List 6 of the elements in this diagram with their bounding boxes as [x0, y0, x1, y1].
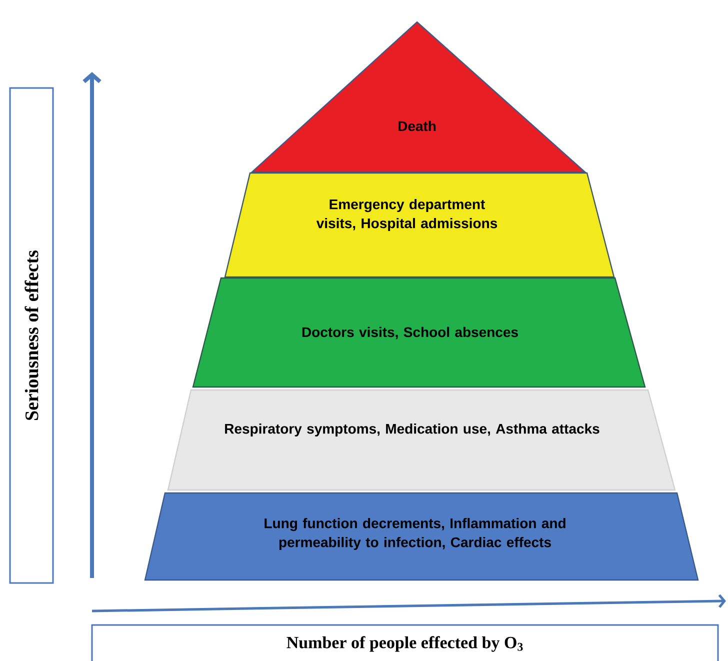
- axis-label-box: Seriousness of effects: [9, 87, 54, 584]
- pyramid-level: Emergency department visits, Hospital admissions: [224, 172, 615, 278]
- pyramid-level: Lung function decrements, Inflammation and permeability to infection, Cardiac effects: [144, 492, 699, 581]
- pyramid-level: Doctors visits, School absences: [192, 277, 646, 388]
- pyramid-level: Respiratory symptoms, Medication use, Asthma attacks: [167, 389, 676, 491]
- axis-label-box: Number of people effected by O$_{3}$: [91, 624, 719, 661]
